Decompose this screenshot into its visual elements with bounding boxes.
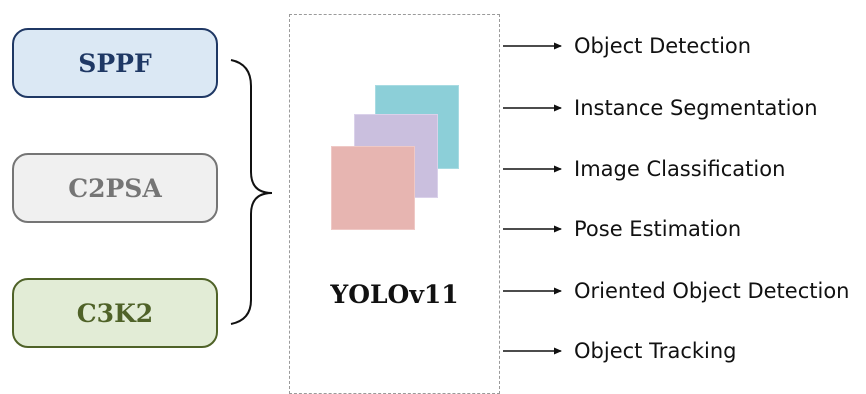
module-label-c2psa: C2PSA [68,173,162,203]
task-label-oriented-object-detection: Oriented Object Detection [574,279,850,303]
model-title: YOLOv11 [330,280,459,309]
stack-square-front [331,146,415,230]
task-arrows [503,42,562,355]
task-label-object-tracking: Object Tracking [574,339,737,363]
module-box-c2psa: C2PSA [12,153,218,223]
module-box-sppf: SPPF [12,28,218,98]
module-box-c3k2: C3K2 [12,278,218,348]
connector-layer [230,42,562,355]
module-label-c3k2: C3K2 [76,298,154,328]
module-label-sppf: SPPF [78,48,152,78]
task-label-instance-segmentation: Instance Segmentation [574,96,818,120]
task-label-image-classification: Image Classification [574,157,786,181]
task-label-pose-estimation: Pose Estimation [574,217,742,241]
task-label-object-detection: Object Detection [574,34,752,58]
curly-brace [230,59,273,325]
